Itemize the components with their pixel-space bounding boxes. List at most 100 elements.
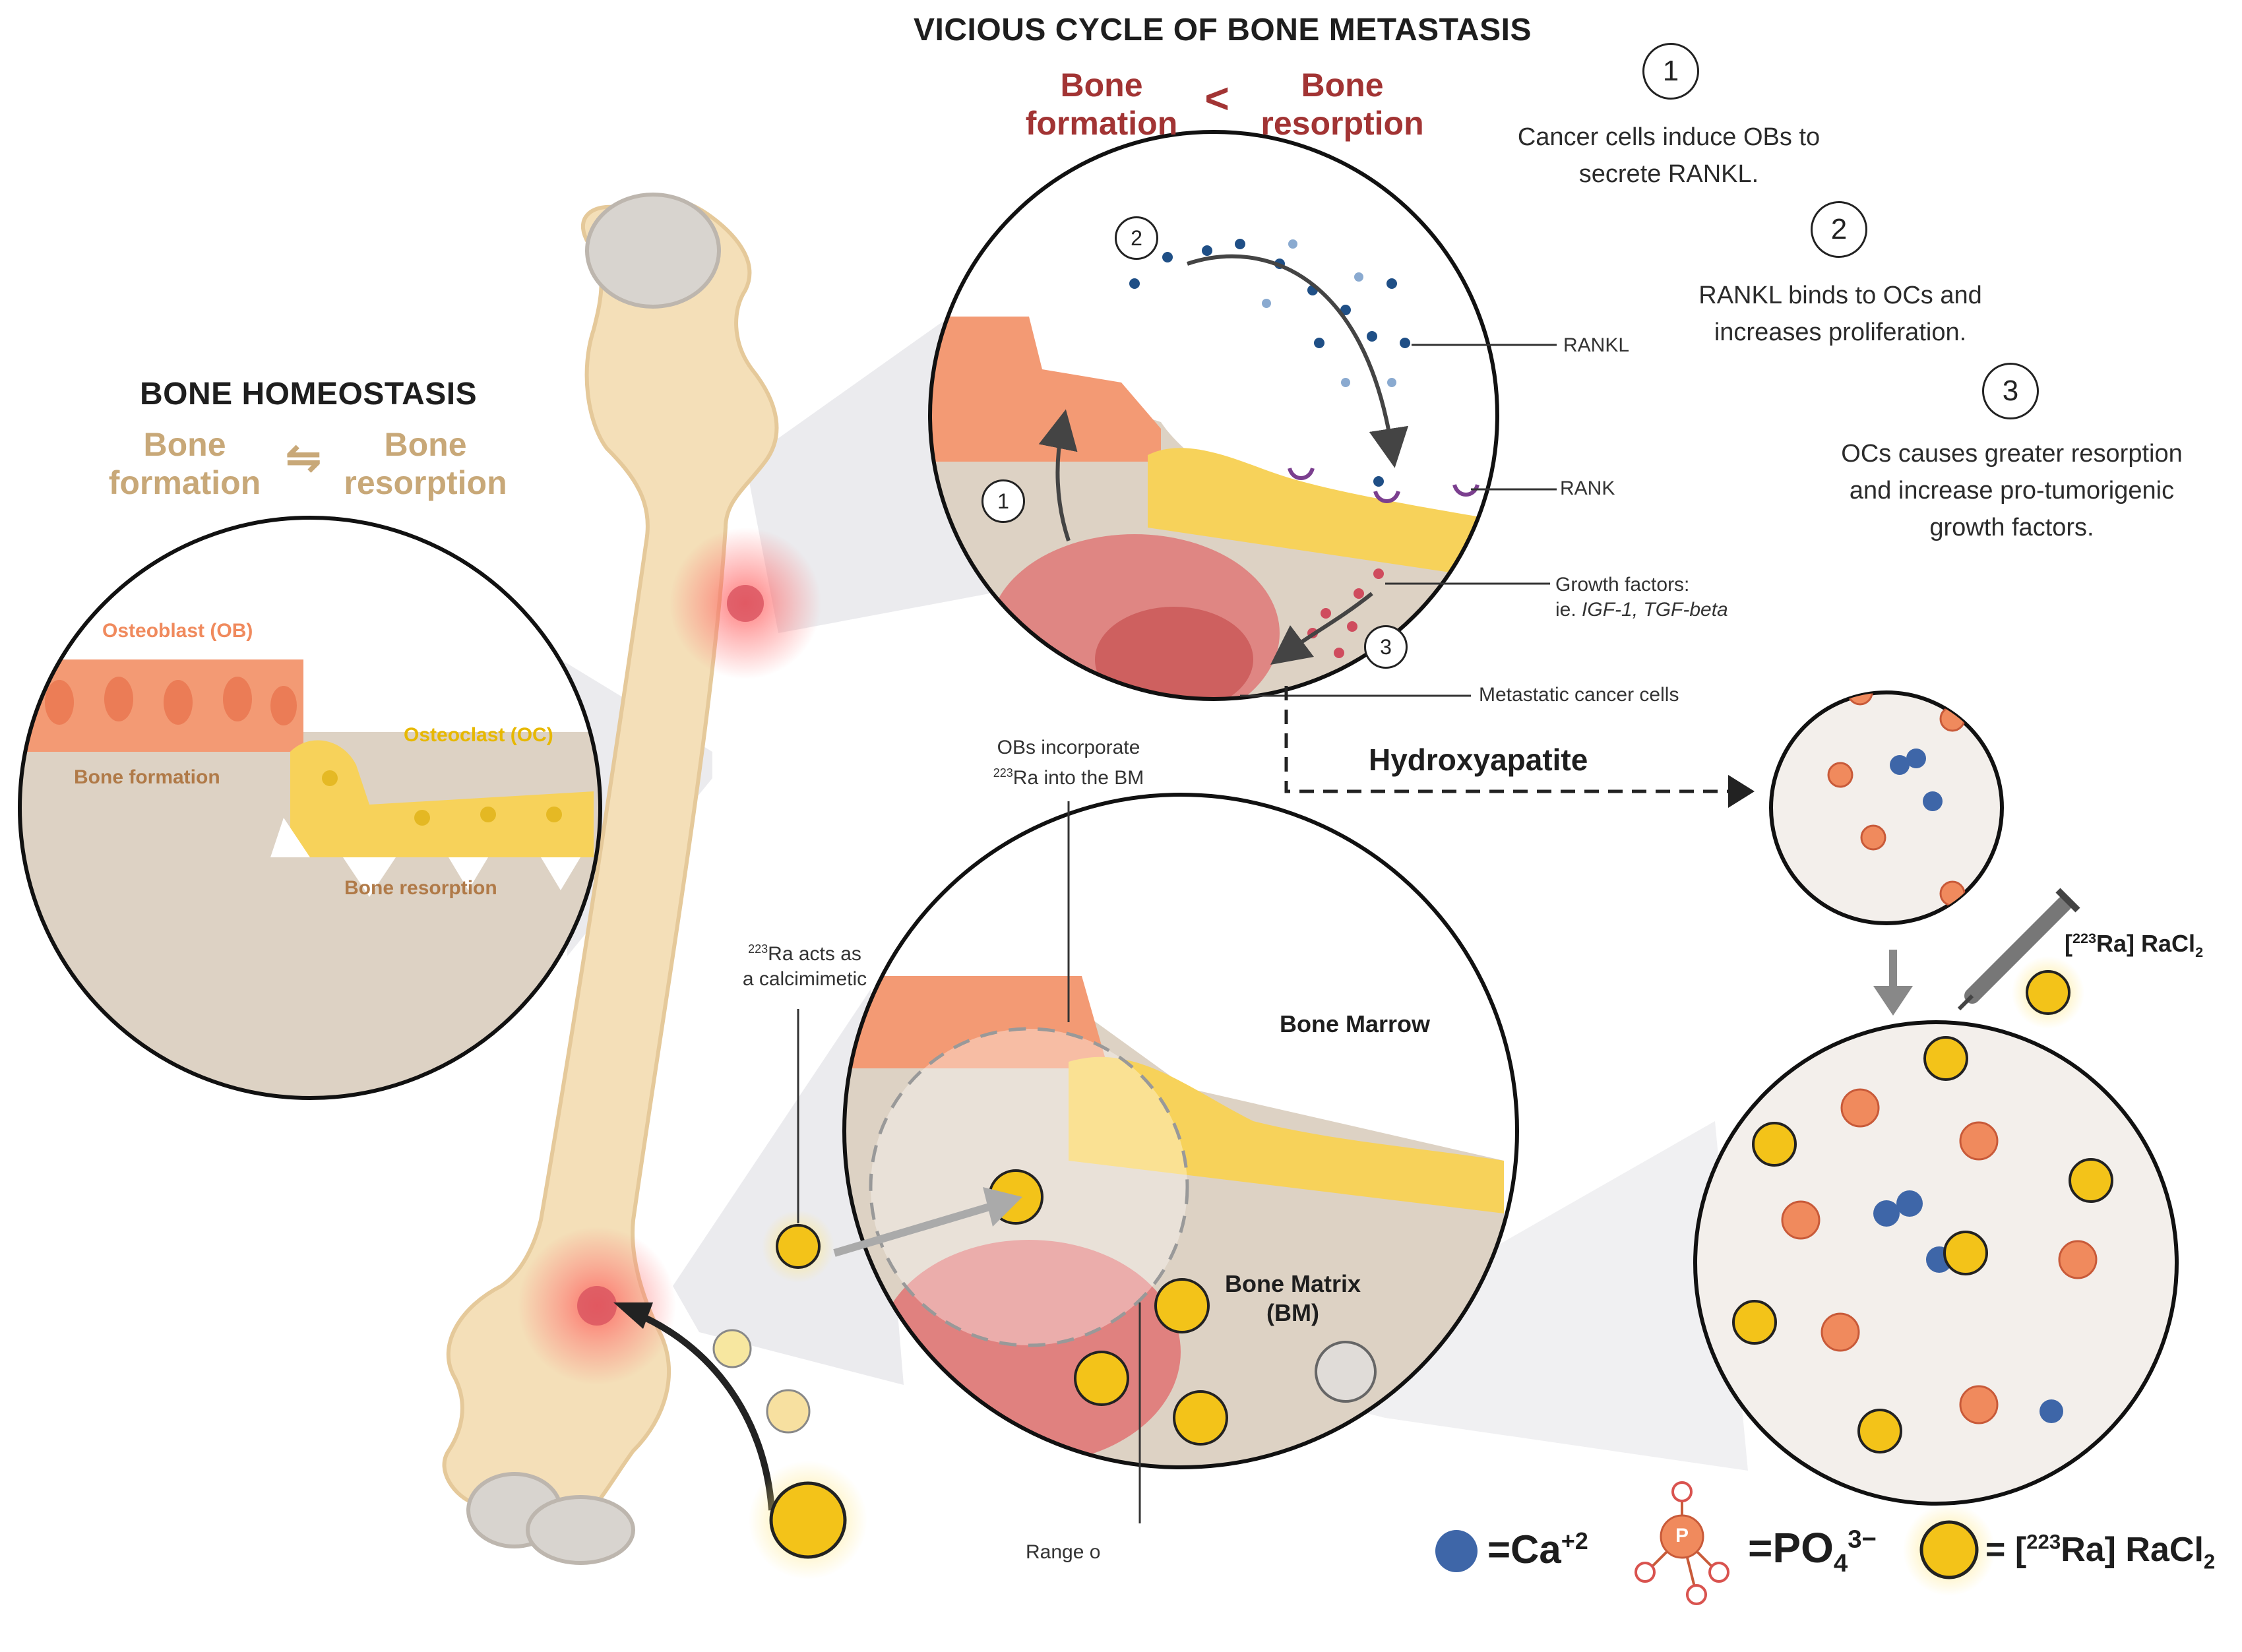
label-obs-line2: Ra into the BM bbox=[1012, 767, 1144, 789]
label-bone-formation: Bone formation bbox=[74, 766, 220, 788]
calcimimetic-arrow-head bbox=[983, 1187, 1022, 1227]
osteoclast-layer bbox=[290, 740, 594, 857]
label-obs-isotope: 223 bbox=[993, 766, 1013, 780]
label-range: Range o bbox=[1026, 1541, 1101, 1563]
arrow-cancer-to-ob bbox=[1038, 409, 1078, 541]
inner-step-2: 2 bbox=[1115, 216, 1158, 260]
step-2-line2: increases proliferation. bbox=[1714, 319, 1967, 346]
condyle-right bbox=[526, 1495, 635, 1565]
step-2-number: 2 bbox=[1811, 201, 1867, 258]
hydroxyapatite-content bbox=[1827, 692, 2002, 909]
radium-atom-faded-2 bbox=[766, 1389, 811, 1434]
radium-circle bbox=[842, 793, 1519, 1469]
label-bone-matrix-line1: Bone Matrix bbox=[1224, 1270, 1361, 1297]
legend-calcium-charge: +2 bbox=[1561, 1527, 1588, 1554]
legend-radium-name: Ra] RaCl bbox=[2061, 1531, 2204, 1569]
label-obs-line1: OBs incorporate bbox=[997, 737, 1140, 758]
tumor-cluster-upper bbox=[727, 585, 764, 622]
radium-callout-lines bbox=[797, 801, 1141, 1523]
legend-phosphate-subscript: 4 bbox=[1833, 1548, 1848, 1577]
marrow-cell bbox=[1315, 1341, 1377, 1403]
vicious-osteoclast-layer bbox=[1148, 448, 1497, 580]
label-metastatic-cancer: Metastatic cancer cells bbox=[1479, 684, 1679, 706]
label-bone-resorption: Bone resorption bbox=[344, 877, 497, 899]
rankl-particles bbox=[1129, 239, 1410, 487]
label-radium-drug-isotope: 223 bbox=[2072, 930, 2097, 946]
label-hydroxyapatite: Hydroxyapatite bbox=[1369, 743, 1588, 777]
radium-hydroxyapatite-content bbox=[1732, 1036, 2113, 1453]
uptake-arrow bbox=[632, 1309, 775, 1511]
radium-atom-faded-1 bbox=[712, 1329, 752, 1368]
vicious-imbalance-symbol: < bbox=[1204, 75, 1230, 122]
radium-osteoblast-layer bbox=[844, 976, 1108, 1068]
step-1-number: 1 bbox=[1642, 43, 1699, 100]
step-3-line1: OCs causes greater resorption bbox=[1841, 440, 2183, 468]
homeostasis-circle bbox=[18, 516, 602, 1100]
femoral-head bbox=[585, 193, 721, 309]
step-2-text: RANKL binds to OCs and increases prolife… bbox=[1642, 277, 2038, 351]
arrow-gf-to-cancer bbox=[1270, 592, 1373, 665]
femur-bone bbox=[442, 193, 779, 1565]
legend-radium-subscript: 2 bbox=[2203, 1550, 2216, 1574]
step-3-text: OCs causes greater resorption and increa… bbox=[1807, 435, 2216, 546]
label-bone-matrix-line2: (BM) bbox=[1266, 1299, 1319, 1326]
legend-radium-icon bbox=[1919, 1520, 1979, 1579]
label-osteoblast: Osteoblast (OB) bbox=[102, 620, 253, 642]
label-calcimimetic: 223Ra acts as a calcimimetic bbox=[719, 936, 890, 992]
vicious-callout-lines bbox=[1240, 344, 1557, 697]
legend-phosphate-icon bbox=[1635, 1481, 1729, 1605]
homeostasis-formation: Bone formation bbox=[108, 426, 261, 501]
syringe-icon bbox=[1957, 888, 2080, 1011]
step-2-line1: RANKL binds to OCs and bbox=[1698, 282, 1982, 309]
arrow-rankl-to-oc bbox=[1187, 254, 1409, 468]
label-growth-factors-examples: IGF-1, TGF-beta bbox=[1582, 599, 1728, 621]
step-1-line1: Cancer cells induce OBs to bbox=[1517, 123, 1821, 151]
step-1-line2: secrete RANKL. bbox=[1578, 160, 1759, 188]
legend-phosphate-text: =PO bbox=[1748, 1524, 1834, 1572]
hydroxyapatite-arrow-head bbox=[1728, 775, 1755, 808]
label-growth-factors-line1: Growth factors: bbox=[1555, 574, 1690, 596]
homeostasis-equilibrium-symbol: ⇋ bbox=[286, 434, 321, 481]
hydroxyapatite-down-arrow-head bbox=[1873, 986, 1913, 1016]
inner-step-1: 1 bbox=[981, 479, 1025, 523]
legend-radium: = [223Ra] RaCl2 bbox=[1985, 1530, 2215, 1574]
label-obs-incorporate: OBs incorporate 223Ra into the BM bbox=[970, 735, 1168, 791]
label-radium-drug-name: Ra] RaCl bbox=[2096, 930, 2196, 957]
label-radium-drug-subscript: 2 bbox=[2195, 944, 2204, 961]
radium-atom-large bbox=[769, 1481, 847, 1559]
label-growth-factors: Growth factors: ie. IGF-1, TGF-beta bbox=[1555, 572, 1728, 623]
legend-calcium: =Ca+2 bbox=[1487, 1527, 1588, 1572]
uptake-arrow-head bbox=[613, 1302, 653, 1329]
vicious-title: VICIOUS CYCLE OF BONE METASTASIS bbox=[914, 13, 1532, 47]
radium-osteoclast-layer bbox=[1069, 1056, 1504, 1213]
radium-circle-content bbox=[844, 795, 1517, 1467]
step-3-number: 3 bbox=[1982, 363, 2039, 419]
vicious-resorption: Bone resorption bbox=[1261, 67, 1424, 142]
vicious-formation: Bone formation bbox=[1025, 67, 1178, 142]
inner-step-3: 3 bbox=[1364, 625, 1408, 669]
legend-phosphate-p: P bbox=[1675, 1525, 1689, 1546]
homeostasis-title: BONE HOMEOSTASIS bbox=[140, 377, 478, 412]
rankl-particles-faded bbox=[1262, 239, 1396, 387]
rank-receptors bbox=[1288, 467, 1479, 503]
legend-radium-isotope: 223 bbox=[2026, 1530, 2061, 1554]
label-rankl: RANKL bbox=[1563, 334, 1630, 356]
legend-calcium-icon bbox=[1435, 1530, 1478, 1572]
label-rank: RANK bbox=[1560, 477, 1615, 499]
vicious-circle-content bbox=[930, 132, 1497, 699]
vicious-circle bbox=[928, 130, 1499, 701]
hydroxyapatite-dashed-arrow bbox=[1284, 686, 1728, 793]
homeostasis-resorption: Bone resorption bbox=[344, 426, 507, 501]
label-bone-marrow: Bone Marrow bbox=[1280, 1010, 1431, 1037]
label-calcimimetic-isotope: 223 bbox=[748, 942, 768, 956]
projection-cone-vicious bbox=[745, 317, 989, 633]
legend-radium-open: = [ bbox=[1985, 1531, 2027, 1569]
legend-phosphate-charge: 3− bbox=[1848, 1525, 1877, 1554]
step-1-text: Cancer cells induce OBs to secrete RANKL… bbox=[1471, 119, 1867, 193]
label-osteoclast: Osteoclast (OC) bbox=[404, 724, 553, 746]
label-calcimimetic-line2: a calcimimetic bbox=[742, 968, 867, 990]
hydroxyapatite-circle bbox=[1769, 690, 2004, 925]
drug-radium-icon bbox=[2026, 970, 2071, 1015]
legend-calcium-text: =Ca bbox=[1487, 1527, 1561, 1572]
